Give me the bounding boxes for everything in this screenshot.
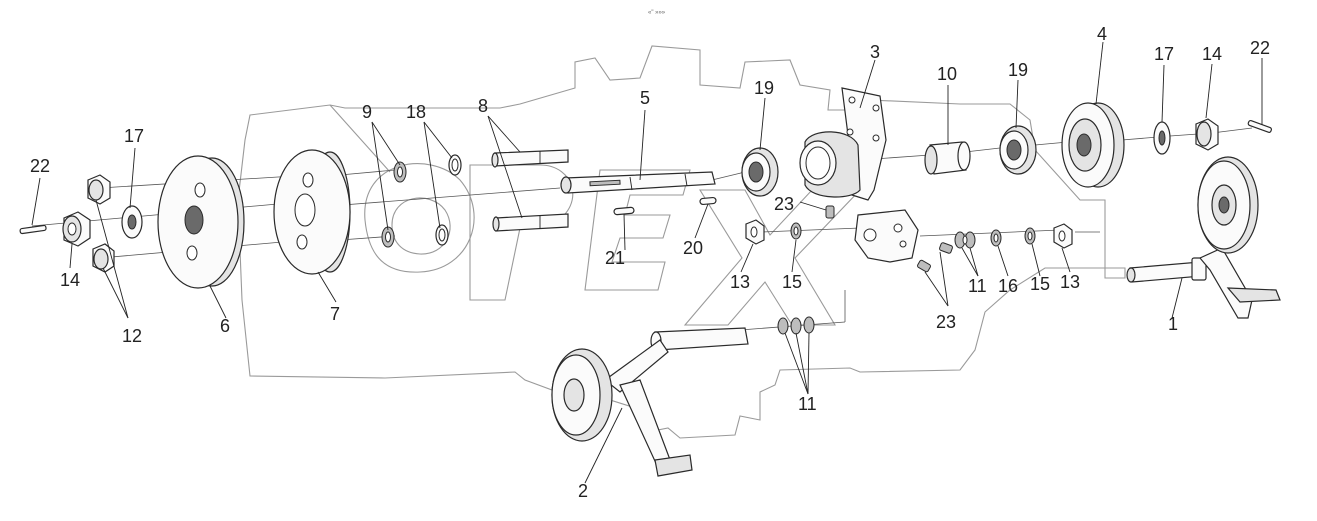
callout-18: 18 [406,102,426,122]
pulley-disc-6 [157,155,245,289]
shaft-5 [560,171,716,194]
lock-washer-upper [393,161,407,183]
nut-13-mid [745,219,765,245]
bushing-10 [924,141,971,175]
snap-ring-lower [435,224,449,246]
callout-11-right: 11 [968,276,987,296]
washer-15-mid [790,222,802,240]
callout-4: 4 [1097,24,1107,44]
callout-14-right: 14 [1202,44,1222,64]
stud-upper [491,149,569,168]
bearing-left [741,147,779,197]
tensioner-arm-1 [1126,156,1281,319]
callout-21: 21 [605,248,625,268]
callout-16: 16 [998,276,1018,296]
grease-fitting-upper [825,205,835,219]
washer-15-right [1024,227,1036,245]
cotter-pin-left [19,224,47,235]
snap-ring-upper [448,154,462,176]
callout-17-right: 17 [1154,44,1174,64]
callout-14-left: 14 [60,270,80,290]
assembly-axis-lines [31,127,1253,331]
callout-19-right: 19 [1008,60,1028,80]
callout-13-right: 13 [1060,272,1080,292]
callout-15-mid: 15 [782,272,802,292]
pulley-4 [1061,102,1125,188]
callout-13-mid: 13 [730,272,750,292]
pin-20 [699,196,717,206]
callout-11-lower: 11 [798,394,817,414]
nut-upper [87,174,111,205]
callout-3: 3 [870,42,880,62]
spring-washer-set-lower [777,316,815,335]
tensioner-arm-2 [551,327,749,477]
leader-lines [31,41,1263,484]
grease-fitting-right [939,242,953,254]
nut-13-right [1053,223,1073,249]
callout-2: 2 [578,481,588,501]
castle-nut-left [62,211,91,247]
callout-19-left: 19 [754,78,774,98]
lock-washer-lower [381,226,395,248]
washer-right [1153,121,1171,155]
callout-20: 20 [683,238,703,258]
callout-7: 7 [330,304,340,324]
callout-12: 12 [122,326,142,346]
grease-fitting-lower [917,259,931,273]
housing-bracket-3 [799,87,919,263]
callout-6: 6 [220,316,230,336]
callout-22-left: 22 [30,156,50,176]
callout-5: 5 [640,88,650,108]
part-callouts: 1 2 3 4 5 6 7 8 9 10 11 11 12 13 13 14 1… [30,24,1270,501]
cotter-pin-right [1247,119,1272,133]
washer-left [121,205,143,239]
callout-10: 10 [937,64,957,84]
callout-22-right: 22 [1250,38,1270,58]
header-mark: «" »»» [648,10,666,16]
callout-15-right: 15 [1030,274,1050,294]
castle-nut-right [1195,118,1219,151]
stud-lower [492,213,569,232]
bearing-right [999,125,1037,175]
callout-23-lower: 23 [936,312,956,332]
callout-8: 8 [478,96,488,116]
spring-washer-set-right [954,231,976,249]
nut-lower [92,243,115,273]
pin-21 [613,206,635,216]
callout-23-upper: 23 [774,194,794,214]
callout-9: 9 [362,102,372,122]
pulley-7 [273,149,351,275]
callout-1: 1 [1168,314,1178,334]
callout-17-left: 17 [124,126,144,146]
washer-16 [990,229,1002,247]
